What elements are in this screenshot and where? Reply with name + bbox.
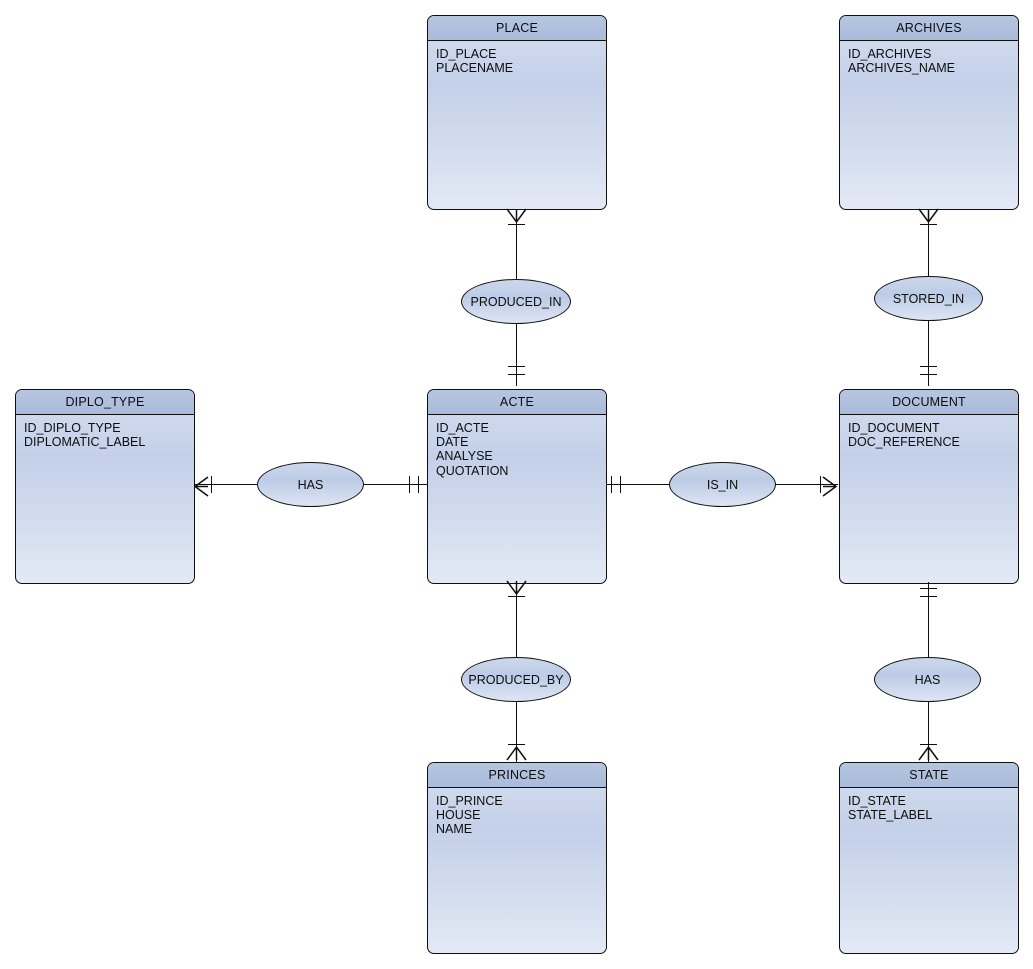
tick-acte-one-a bbox=[508, 366, 525, 367]
crowfoot-acte-producedby-many bbox=[506, 580, 527, 596]
attribute: ID_DIPLO_TYPE bbox=[24, 421, 121, 435]
tick-princes-one bbox=[508, 744, 525, 745]
tick-acte-isin-one-b bbox=[620, 476, 621, 493]
tick-document-has-one-b bbox=[920, 596, 937, 597]
attribute: DIPLOMATIC_LABEL bbox=[24, 435, 146, 450]
attribute: ANALYSE bbox=[436, 449, 493, 464]
attribute: ID_PRINCE bbox=[436, 794, 503, 808]
relationship-produced-by[interactable]: PRODUCED_BY bbox=[461, 657, 571, 702]
entity-princes-attributes: ID_PRINCE HOUSE NAME bbox=[428, 788, 606, 837]
attribute: ID_ACTE bbox=[436, 421, 489, 435]
attribute: STATE_LABEL bbox=[848, 808, 933, 823]
entity-acte-title: ACTE bbox=[428, 390, 606, 415]
tick-acte-has-one-b bbox=[418, 476, 419, 493]
entity-state-attributes: ID_STATE STATE_LABEL bbox=[840, 788, 1018, 822]
connector-document-has bbox=[928, 582, 929, 666]
connector-archives-storedin bbox=[928, 210, 929, 285]
attribute: HOUSE bbox=[436, 808, 481, 823]
connector-diplotype-has bbox=[195, 484, 260, 485]
connector-has-state bbox=[928, 692, 929, 762]
tick-acte-isin-one-a bbox=[611, 476, 612, 493]
connector-storedin-document bbox=[928, 312, 929, 386]
attribute: ID_STATE bbox=[848, 794, 906, 808]
attribute: DOC_REFERENCE bbox=[848, 435, 960, 450]
connector-acte-isin bbox=[607, 484, 673, 485]
entity-diplo-type-attributes: ID_DIPLO_TYPE DIPLOMATIC_LABEL bbox=[16, 415, 194, 449]
tick-diplotype-one bbox=[211, 476, 212, 493]
entity-diplo-type-title: DIPLO_TYPE bbox=[16, 390, 194, 415]
connector-acte-producedby bbox=[516, 582, 517, 666]
relationship-produced-in[interactable]: PRODUCED_IN bbox=[461, 279, 571, 324]
tick-document-isin-one bbox=[820, 476, 821, 493]
entity-place-attributes: ID_PLACE PLACENAME bbox=[428, 41, 606, 75]
crowfoot-state-many bbox=[918, 745, 939, 761]
entity-acte[interactable]: ACTE ID_ACTE DATE ANALYSE QUOTATION bbox=[427, 389, 607, 584]
crowfoot-princes-many bbox=[506, 745, 527, 761]
entity-place-title: PLACE bbox=[428, 16, 606, 41]
attribute: PLACENAME bbox=[436, 61, 514, 76]
attribute: ID_PLACE bbox=[436, 47, 497, 61]
tick-acte-producedby-one bbox=[508, 596, 525, 597]
tick-document-one-a bbox=[920, 366, 937, 367]
crowfoot-diplotype-many bbox=[193, 476, 209, 497]
connector-place-producedin bbox=[516, 210, 517, 288]
entity-state-title: STATE bbox=[840, 763, 1018, 788]
connector-producedby-princes bbox=[516, 692, 517, 762]
connector-producedin-acte bbox=[516, 314, 517, 386]
entity-princes-title: PRINCES bbox=[428, 763, 606, 788]
tick-document-one-b bbox=[920, 374, 937, 375]
entity-princes[interactable]: PRINCES ID_PRINCE HOUSE NAME bbox=[427, 762, 607, 954]
connector-has-acte bbox=[360, 484, 427, 485]
attribute: QUOTATION bbox=[436, 463, 509, 478]
tick-acte-has-one-a bbox=[409, 476, 410, 493]
entity-archives-title: ARCHIVES bbox=[840, 16, 1018, 41]
attribute: NAME bbox=[436, 822, 473, 837]
relationship-has-diplo[interactable]: HAS bbox=[257, 462, 364, 507]
crowfoot-document-many bbox=[822, 476, 838, 497]
attribute: ID_DOCUMENT bbox=[848, 421, 940, 435]
attribute: ARCHIVES_NAME bbox=[848, 61, 955, 76]
entity-acte-attributes: ID_ACTE DATE ANALYSE QUOTATION bbox=[428, 415, 606, 478]
entity-archives-attributes: ID_ARCHIVES ARCHIVES_NAME bbox=[840, 41, 1018, 75]
tick-acte-one-b bbox=[508, 374, 525, 375]
entity-document-title: DOCUMENT bbox=[840, 390, 1018, 415]
tick-document-has-one-a bbox=[920, 588, 937, 589]
entity-diplo-type[interactable]: DIPLO_TYPE ID_DIPLO_TYPE DIPLOMATIC_LABE… bbox=[15, 389, 195, 584]
connector-isin-document bbox=[772, 484, 838, 485]
tick-place-one bbox=[508, 224, 525, 225]
relationship-is-in[interactable]: IS_IN bbox=[669, 462, 776, 507]
crowfoot-archives-many bbox=[918, 208, 939, 224]
tick-state-one bbox=[920, 744, 937, 745]
entity-place[interactable]: PLACE ID_PLACE PLACENAME bbox=[427, 15, 607, 210]
attribute: ID_ARCHIVES bbox=[848, 47, 932, 61]
entity-state[interactable]: STATE ID_STATE STATE_LABEL bbox=[839, 762, 1019, 954]
tick-archives-one bbox=[920, 224, 937, 225]
entity-archives[interactable]: ARCHIVES ID_ARCHIVES ARCHIVES_NAME bbox=[839, 15, 1019, 210]
entity-document[interactable]: DOCUMENT ID_DOCUMENT DOC_REFERENCE bbox=[839, 389, 1019, 584]
crowfoot-place-many bbox=[506, 208, 527, 224]
relationship-stored-in[interactable]: STORED_IN bbox=[874, 276, 983, 321]
attribute: DATE bbox=[436, 435, 469, 450]
entity-document-attributes: ID_DOCUMENT DOC_REFERENCE bbox=[840, 415, 1018, 449]
relationship-has-state[interactable]: HAS bbox=[874, 657, 981, 702]
